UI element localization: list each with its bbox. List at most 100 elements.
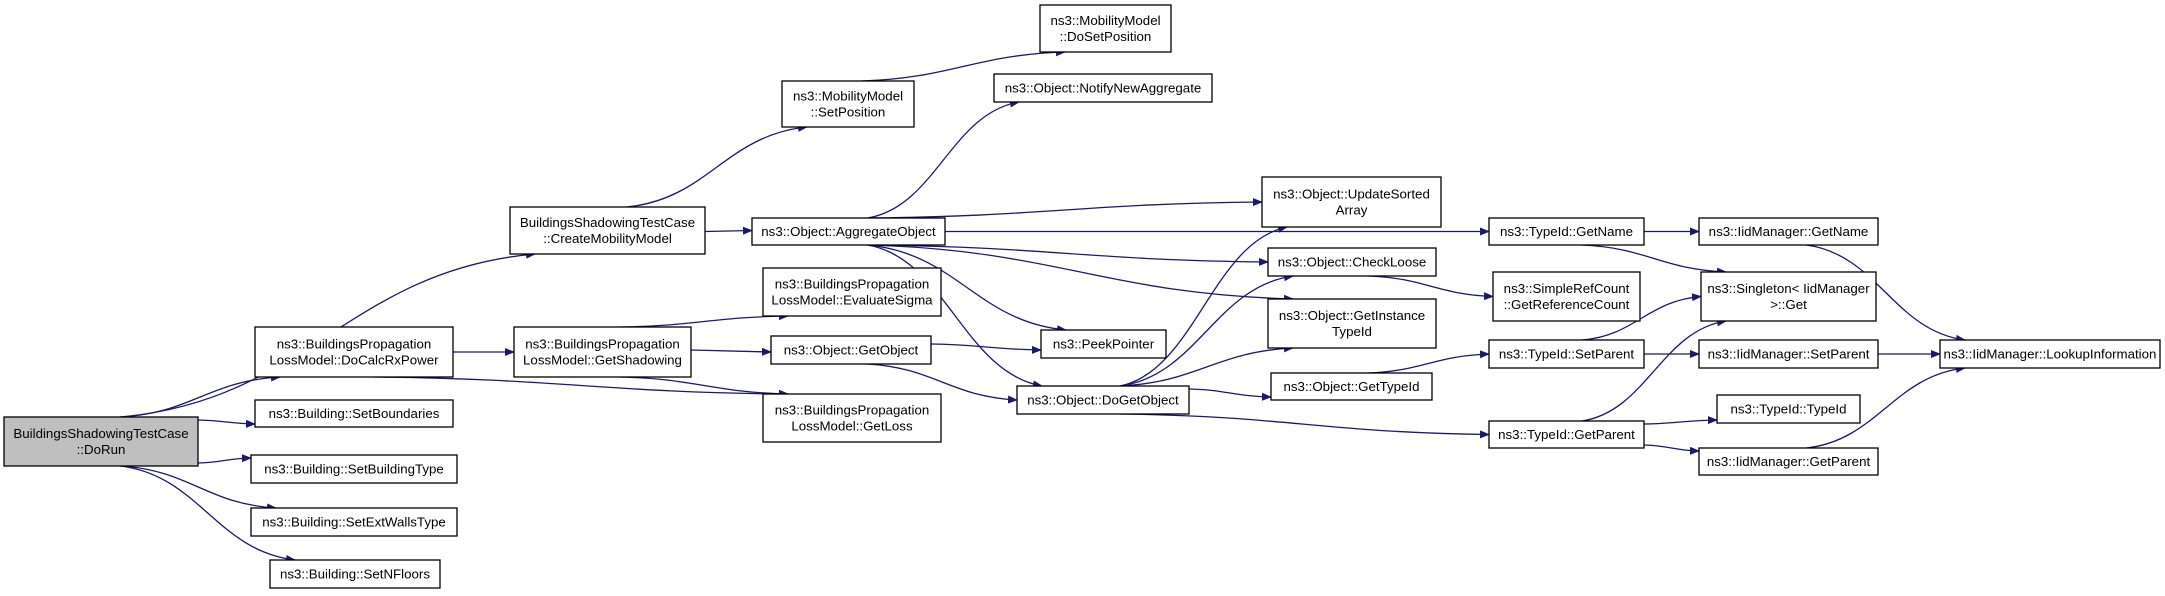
edge-tsetparent-to-singget — [1581, 293, 1702, 341]
node-box — [1698, 339, 1879, 369]
node-notify[interactable]: ns3::Object::NotifyNewAggregate — [993, 73, 1213, 103]
edge-dogetobj-to-updsorted — [1120, 224, 1288, 387]
node-checkloose[interactable]: ns3::Object::CheckLoose — [1267, 247, 1437, 277]
node-setbtype[interactable]: ns3::Building::SetBuildingType — [250, 454, 458, 484]
node-box — [1700, 271, 1877, 322]
node-dosetpos[interactable]: ns3::MobilityModel::DoSetPosition — [1039, 4, 1172, 53]
node-label: ns3::Object::GetObject — [784, 343, 919, 358]
node-box — [254, 326, 454, 378]
node-label: ns3::Building::SetBoundaries — [269, 406, 440, 421]
node-dorun[interactable]: BuildingsShadowingTestCase::DoRun — [3, 416, 199, 467]
node-box — [1488, 420, 1645, 449]
node-box — [1698, 217, 1879, 246]
node-label: ::DoSetPosition — [1060, 29, 1152, 44]
node-setnfl[interactable]: ns3::Building::SetNFloors — [269, 559, 441, 589]
node-label: ns3::BuildingsPropagation — [277, 337, 432, 352]
node-box — [250, 507, 458, 537]
edge-dorun-to-setnfl — [120, 465, 296, 563]
edge-setpos-to-dosetpos — [861, 48, 1066, 82]
edge-tgetname-to-singget — [1581, 244, 1727, 276]
edge-aggobj-to-peek — [867, 244, 1067, 334]
edge-getobj-to-dogetobj — [866, 363, 1018, 404]
node-label: BuildingsShadowingTestCase — [13, 426, 188, 441]
node-box — [1267, 298, 1437, 349]
node-getshadow[interactable]: ns3::BuildingsPropagationLossModel::GetS… — [513, 326, 692, 378]
node-box — [1488, 217, 1645, 246]
node-box — [269, 559, 441, 589]
node-box — [3, 416, 199, 467]
edge-aggobj-to-checkloose — [867, 244, 1269, 266]
node-label: ns3::Building::SetExtWallsType — [262, 515, 446, 530]
node-box — [1492, 271, 1641, 322]
node-singget[interactable]: ns3::Singleton< IidManager >::Get — [1700, 271, 1877, 322]
node-label: ns3::BuildingsPropagation — [775, 277, 930, 292]
edge-dogetobj-to-tgetparent — [1120, 413, 1490, 439]
edge-dorun-to-setbtype — [197, 454, 252, 464]
edge-dogetobj-to-gettypeid — [1188, 388, 1272, 401]
edge-layer — [120, 48, 1966, 563]
node-tsetparent[interactable]: ns3::TypeId::SetParent — [1488, 339, 1645, 369]
node-ttypeid[interactable]: ns3::TypeId::TypeId — [1716, 394, 1861, 424]
node-tgetname[interactable]: ns3::TypeId::GetName — [1488, 217, 1645, 246]
node-label: ns3::Building::SetNFloors — [280, 567, 430, 582]
node-label: ns3::IidManager::LookupInformation — [1944, 347, 2157, 362]
node-createmob[interactable]: BuildingsShadowingTestCase::CreateMobili… — [509, 206, 706, 255]
edge-aggobj-to-dogetobj — [867, 244, 1043, 389]
edge-igetparent-to-lookup — [1806, 365, 1966, 449]
node-label: LossModel::GetLoss — [791, 419, 913, 434]
node-label: BuildingsShadowingTestCase — [520, 215, 695, 230]
node-label: ns3::SimpleRefCount — [1504, 281, 1630, 296]
node-box — [770, 335, 932, 365]
node-label: ns3::Object::GetInstance — [1279, 308, 1425, 323]
node-docalc[interactable]: ns3::BuildingsPropagationLossModel::DoCa… — [254, 326, 454, 378]
node-peek[interactable]: ns3::PeekPointer — [1040, 329, 1167, 359]
node-label: ::DoRun — [77, 442, 126, 457]
node-box — [751, 217, 946, 246]
edge-aggobj-to-updsorted — [867, 198, 1263, 219]
node-label: LossModel::EvaluateSigma — [771, 293, 933, 308]
node-label: ns3::Object::DoGetObject — [1027, 393, 1179, 408]
node-getloss[interactable]: ns3::BuildingsPropagationLossModel::GetL… — [762, 393, 942, 443]
node-box — [509, 206, 706, 255]
node-label: ns3::Object::GetTypeId — [1284, 379, 1420, 394]
node-box — [762, 267, 942, 317]
node-igetname[interactable]: ns3::IidManager::GetName — [1698, 217, 1879, 246]
node-getobj[interactable]: ns3::Object::GetObject — [770, 335, 932, 365]
node-setbound[interactable]: ns3::Building::SetBoundaries — [254, 399, 454, 428]
node-label: ns3::IidManager::GetName — [1709, 224, 1869, 239]
node-label: ns3::Object::CheckLoose — [1278, 255, 1427, 270]
node-label: ::CreateMobilityModel — [543, 231, 672, 246]
node-label: ns3::IidManager::GetParent — [1707, 454, 1871, 469]
node-evalsig[interactable]: ns3::BuildingsPropagationLossModel::Eval… — [762, 267, 942, 317]
node-box — [1040, 329, 1167, 359]
node-setext[interactable]: ns3::Building::SetExtWallsType — [250, 507, 458, 537]
node-box — [1261, 176, 1442, 228]
node-aggobj[interactable]: ns3::Object::AggregateObject — [751, 217, 946, 246]
edge-aggobj-to-getinst — [867, 244, 1294, 303]
node-setpos[interactable]: ns3::MobilityModel::SetPosition — [781, 80, 915, 128]
node-gettypeid[interactable]: ns3::Object::GetTypeId — [1270, 372, 1433, 401]
node-tgetparent[interactable]: ns3::TypeId::GetParent — [1488, 420, 1645, 449]
node-box — [254, 399, 454, 428]
edge-dogetobj-to-getinst — [1120, 344, 1294, 387]
node-isetparent[interactable]: ns3::IidManager::SetParent — [1698, 339, 1879, 369]
edge-getshadow-to-evalsig — [620, 312, 789, 328]
node-label: Array — [1336, 203, 1368, 218]
edge-tgetparent-to-ttypeid — [1643, 416, 1718, 425]
node-label: ns3::BuildingsPropagation — [525, 337, 680, 352]
node-label: ::GetReferenceCount — [1504, 297, 1630, 312]
node-igetparent[interactable]: ns3::IidManager::GetParent — [1698, 447, 1879, 476]
edge-dorun-to-setext — [120, 465, 277, 512]
node-getrefcnt[interactable]: ns3::SimpleRefCount::GetReferenceCount — [1492, 271, 1641, 322]
node-box — [1488, 339, 1645, 369]
node-box — [781, 80, 915, 128]
edge-tgetparent-to-singget — [1581, 318, 1727, 422]
node-box — [513, 326, 692, 378]
node-lookup[interactable]: ns3::IidManager::LookupInformation — [1939, 339, 2161, 369]
node-label: >::Get — [1770, 297, 1807, 312]
node-label: TypeId — [1332, 324, 1372, 339]
node-dogetobj[interactable]: ns3::Object::DoGetObject — [1016, 385, 1190, 415]
